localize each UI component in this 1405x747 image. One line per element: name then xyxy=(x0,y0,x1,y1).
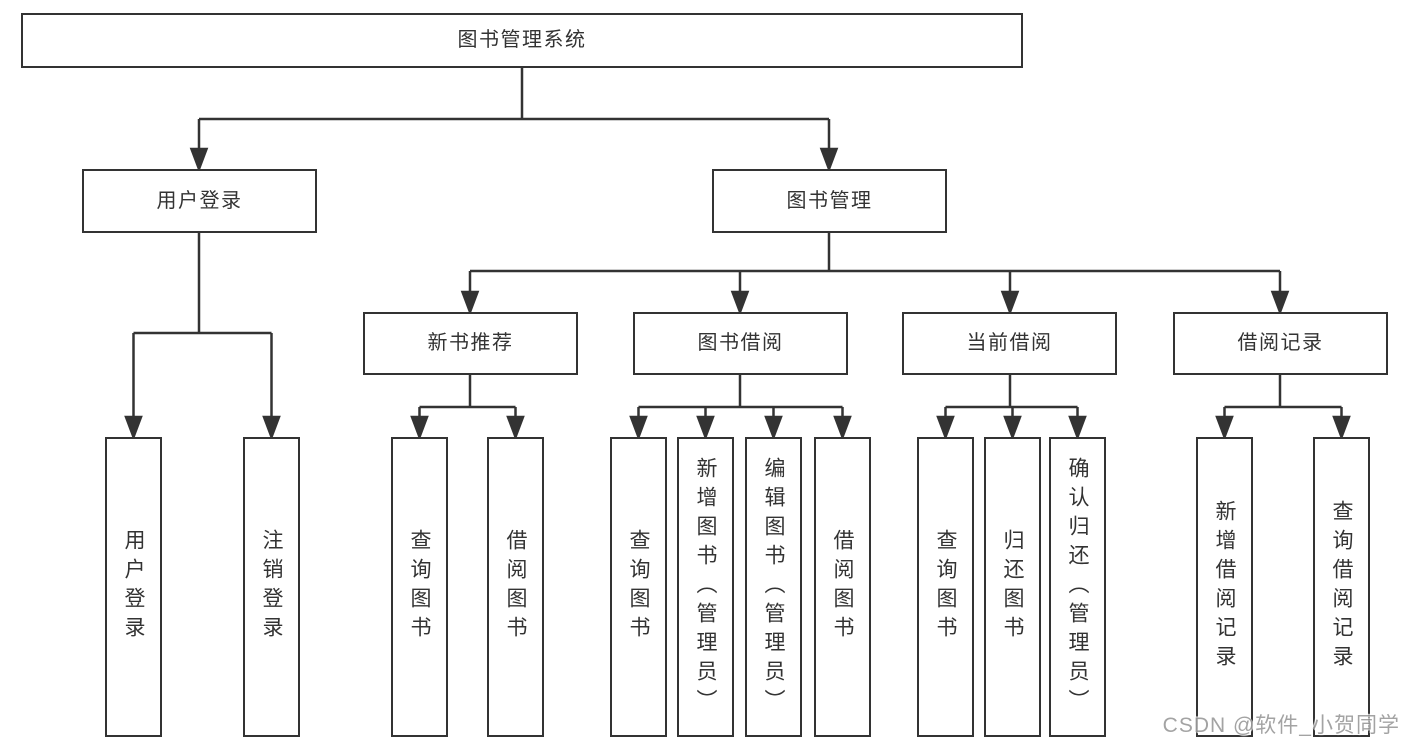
leaf-query-books-current: 查询图书 xyxy=(917,437,974,737)
leaf-query-books-newbook: 查询图书 xyxy=(391,437,448,737)
connector-borrow-records xyxy=(1215,375,1351,441)
leaf-add-borrow-record: 新增借阅记录 xyxy=(1196,437,1253,737)
connector-new-book xyxy=(410,375,525,441)
node-label: 借阅记录 xyxy=(1237,332,1324,354)
node-new-book-recommend: 新书推荐 xyxy=(363,312,578,375)
connector-book-management xyxy=(460,233,1290,316)
leaf-return-books: 归还图书 xyxy=(984,437,1041,737)
node-book-management: 图书管理 xyxy=(712,169,947,233)
watermark: CSDN @软件_小贺同学 xyxy=(1162,714,1400,737)
node-current-borrowing: 当前借阅 xyxy=(902,312,1117,375)
node-library-management-system: 图书管理系统 xyxy=(21,13,1023,68)
connector-current-borrow xyxy=(936,375,1087,441)
leaf-query-borrow-record: 查询借阅记录 xyxy=(1313,437,1370,737)
connector-root xyxy=(189,68,839,173)
node-label: 用户登录 xyxy=(156,189,243,212)
connector-user-login xyxy=(124,233,281,441)
node-book-borrowing: 图书借阅 xyxy=(633,312,848,375)
leaf-borrow-books-newbook: 借阅图书 xyxy=(487,437,544,737)
node-label: 当前借阅 xyxy=(966,332,1053,354)
node-user-login: 用户登录 xyxy=(82,169,317,233)
node-label: 图书管理 xyxy=(786,189,873,212)
leaf-query-books-borrow: 查询图书 xyxy=(610,437,667,737)
leaf-confirm-return-admin: 确认归还（管理员） xyxy=(1049,437,1106,737)
leaf-add-book-admin: 新增图书（管理员） xyxy=(677,437,734,737)
leaf-logout: 注销登录 xyxy=(243,437,300,737)
connector-book-borrow xyxy=(629,375,852,441)
leaf-edit-book-admin: 编辑图书（管理员） xyxy=(745,437,802,737)
leaf-user-login: 用户登录 xyxy=(105,437,162,737)
node-label: 图书借阅 xyxy=(697,332,784,354)
node-borrowing-records: 借阅记录 xyxy=(1173,312,1388,375)
leaf-borrow-books-borrow: 借阅图书 xyxy=(814,437,871,737)
node-label: 图书管理系统 xyxy=(457,29,587,51)
node-label: 新书推荐 xyxy=(427,332,514,354)
